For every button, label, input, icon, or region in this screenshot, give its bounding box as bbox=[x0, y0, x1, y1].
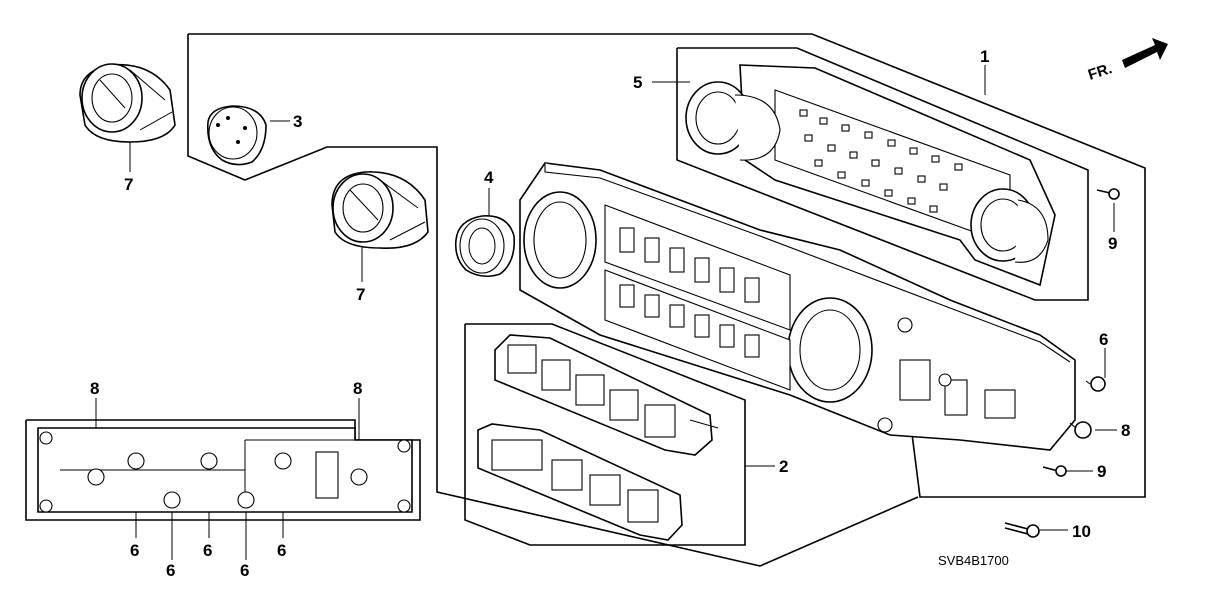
diagram-code: SVB4B1700 bbox=[938, 553, 1009, 568]
callout-4: 4 bbox=[484, 168, 494, 187]
callout-3: 3 bbox=[293, 112, 302, 131]
callout-2: 2 bbox=[779, 457, 788, 476]
callout-8-plate-left: 8 bbox=[90, 379, 99, 398]
screw-9-lower bbox=[1042, 465, 1067, 477]
callout-8-plate-right: 8 bbox=[353, 379, 362, 398]
screw-9-upper bbox=[1096, 188, 1120, 200]
callout-6-plate-4: 6 bbox=[240, 561, 249, 580]
bulb-8 bbox=[1069, 421, 1092, 439]
button-panel-upper bbox=[494, 334, 719, 456]
bulb-plate bbox=[37, 427, 413, 513]
callout-6-plate-1: 6 bbox=[130, 541, 139, 560]
front-direction-arrow: FR. bbox=[1086, 38, 1168, 84]
knob-ring-top-left bbox=[79, 63, 176, 143]
board-components bbox=[799, 109, 963, 213]
callout-7-center: 7 bbox=[356, 285, 365, 304]
button-panel-lower bbox=[477, 423, 683, 541]
assembly-boundary bbox=[25, 33, 1146, 567]
panel-housing bbox=[519, 162, 1076, 451]
callout-9-upper: 9 bbox=[1108, 234, 1117, 253]
callout-7-left: 7 bbox=[124, 175, 133, 194]
callouts: 1 2 3 4 5 6 6 6 6 6 6 7 7 8 8 8 9 9 10 bbox=[90, 47, 1130, 580]
callout-6-plate-3: 6 bbox=[203, 541, 212, 560]
knob-ring-center bbox=[331, 171, 429, 249]
knob-3 bbox=[206, 105, 267, 166]
callout-6-plate-5: 6 bbox=[277, 541, 286, 560]
knob-4 bbox=[454, 215, 516, 278]
callout-9-lower: 9 bbox=[1097, 462, 1106, 481]
bulb-6 bbox=[1085, 376, 1106, 392]
callout-1: 1 bbox=[980, 47, 989, 66]
front-label: FR. bbox=[1086, 60, 1114, 84]
circuit-board-5 bbox=[685, 64, 1056, 287]
callout-6-plate-2: 6 bbox=[166, 561, 175, 580]
callout-5: 5 bbox=[633, 73, 642, 92]
callout-6-right: 6 bbox=[1099, 330, 1108, 349]
screw-10 bbox=[1004, 522, 1040, 538]
housing-button-slots bbox=[619, 227, 760, 358]
callout-8-right: 8 bbox=[1121, 421, 1130, 440]
callout-10: 10 bbox=[1072, 522, 1091, 541]
